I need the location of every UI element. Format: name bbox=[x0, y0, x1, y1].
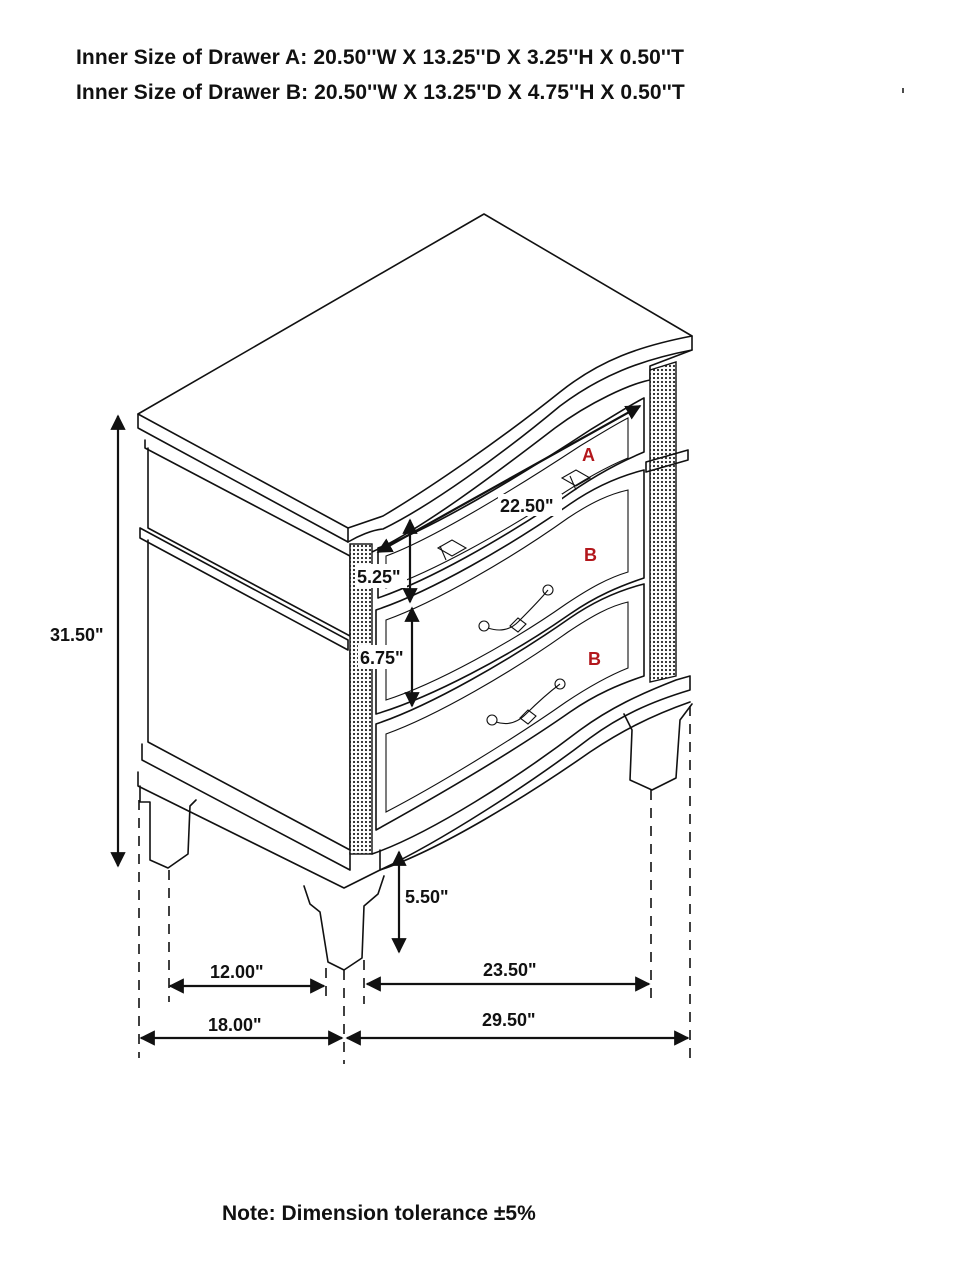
drawer-b2-panel bbox=[385, 601, 629, 813]
front-width-label: 22.50" bbox=[500, 496, 554, 516]
dimension-lines bbox=[110, 405, 691, 1064]
drawer-b1-handle bbox=[478, 584, 554, 633]
top-edge-side bbox=[137, 413, 349, 543]
back-left-leg bbox=[139, 785, 197, 869]
drawer-b-inner-size: Inner Size of Drawer B: 20.50''W X 13.25… bbox=[76, 81, 685, 104]
drawer-label-b-bottom: B bbox=[588, 649, 601, 669]
label-bg-525 bbox=[355, 564, 407, 588]
side-base-molding bbox=[141, 743, 351, 871]
left-mesh-post bbox=[349, 543, 373, 855]
drawer-b1-panel bbox=[385, 489, 629, 701]
top-molding-side bbox=[144, 439, 351, 557]
tolerance-note: Note: Dimension tolerance ±5% bbox=[222, 1202, 536, 1225]
drawer-a-height-label: 5.25" bbox=[357, 567, 401, 587]
leg-height-label: 5.50" bbox=[405, 887, 449, 907]
drawer-b2-handle bbox=[486, 678, 566, 726]
drawer-label-a: A bbox=[582, 445, 595, 465]
drawer-a-inner-size: Inner Size of Drawer A: 20.50''W X 13.25… bbox=[76, 46, 685, 69]
top-surface bbox=[137, 213, 693, 529]
overall-depth-label: 18.00" bbox=[208, 1015, 262, 1035]
width-legs-label: 23.50" bbox=[483, 960, 537, 980]
front-left-leg bbox=[303, 875, 385, 971]
drawer-b-height-label: 6.75" bbox=[360, 648, 404, 668]
right-mesh-post bbox=[649, 361, 677, 683]
drawer-b1-front bbox=[375, 469, 645, 715]
label-bg-2250 bbox=[498, 494, 562, 516]
side-mid-rail bbox=[139, 527, 349, 651]
overall-width-label: 29.50" bbox=[482, 1010, 536, 1030]
drawer-label-b-middle: B bbox=[584, 545, 597, 565]
label-bg-675 bbox=[358, 645, 410, 669]
side-panel-upper bbox=[147, 447, 351, 637]
right-post-cap bbox=[645, 449, 689, 473]
nightstand-drawing bbox=[137, 213, 693, 971]
depth-legs-label: 12.00" bbox=[210, 962, 264, 982]
front-apron bbox=[371, 675, 691, 871]
front-right-leg bbox=[623, 703, 693, 791]
front-apron-lower bbox=[379, 701, 691, 871]
side-plinth bbox=[137, 771, 381, 889]
height-label: 31.50" bbox=[50, 625, 104, 645]
drawer-b2-front bbox=[375, 583, 645, 831]
front-width-arrow bbox=[376, 405, 642, 553]
